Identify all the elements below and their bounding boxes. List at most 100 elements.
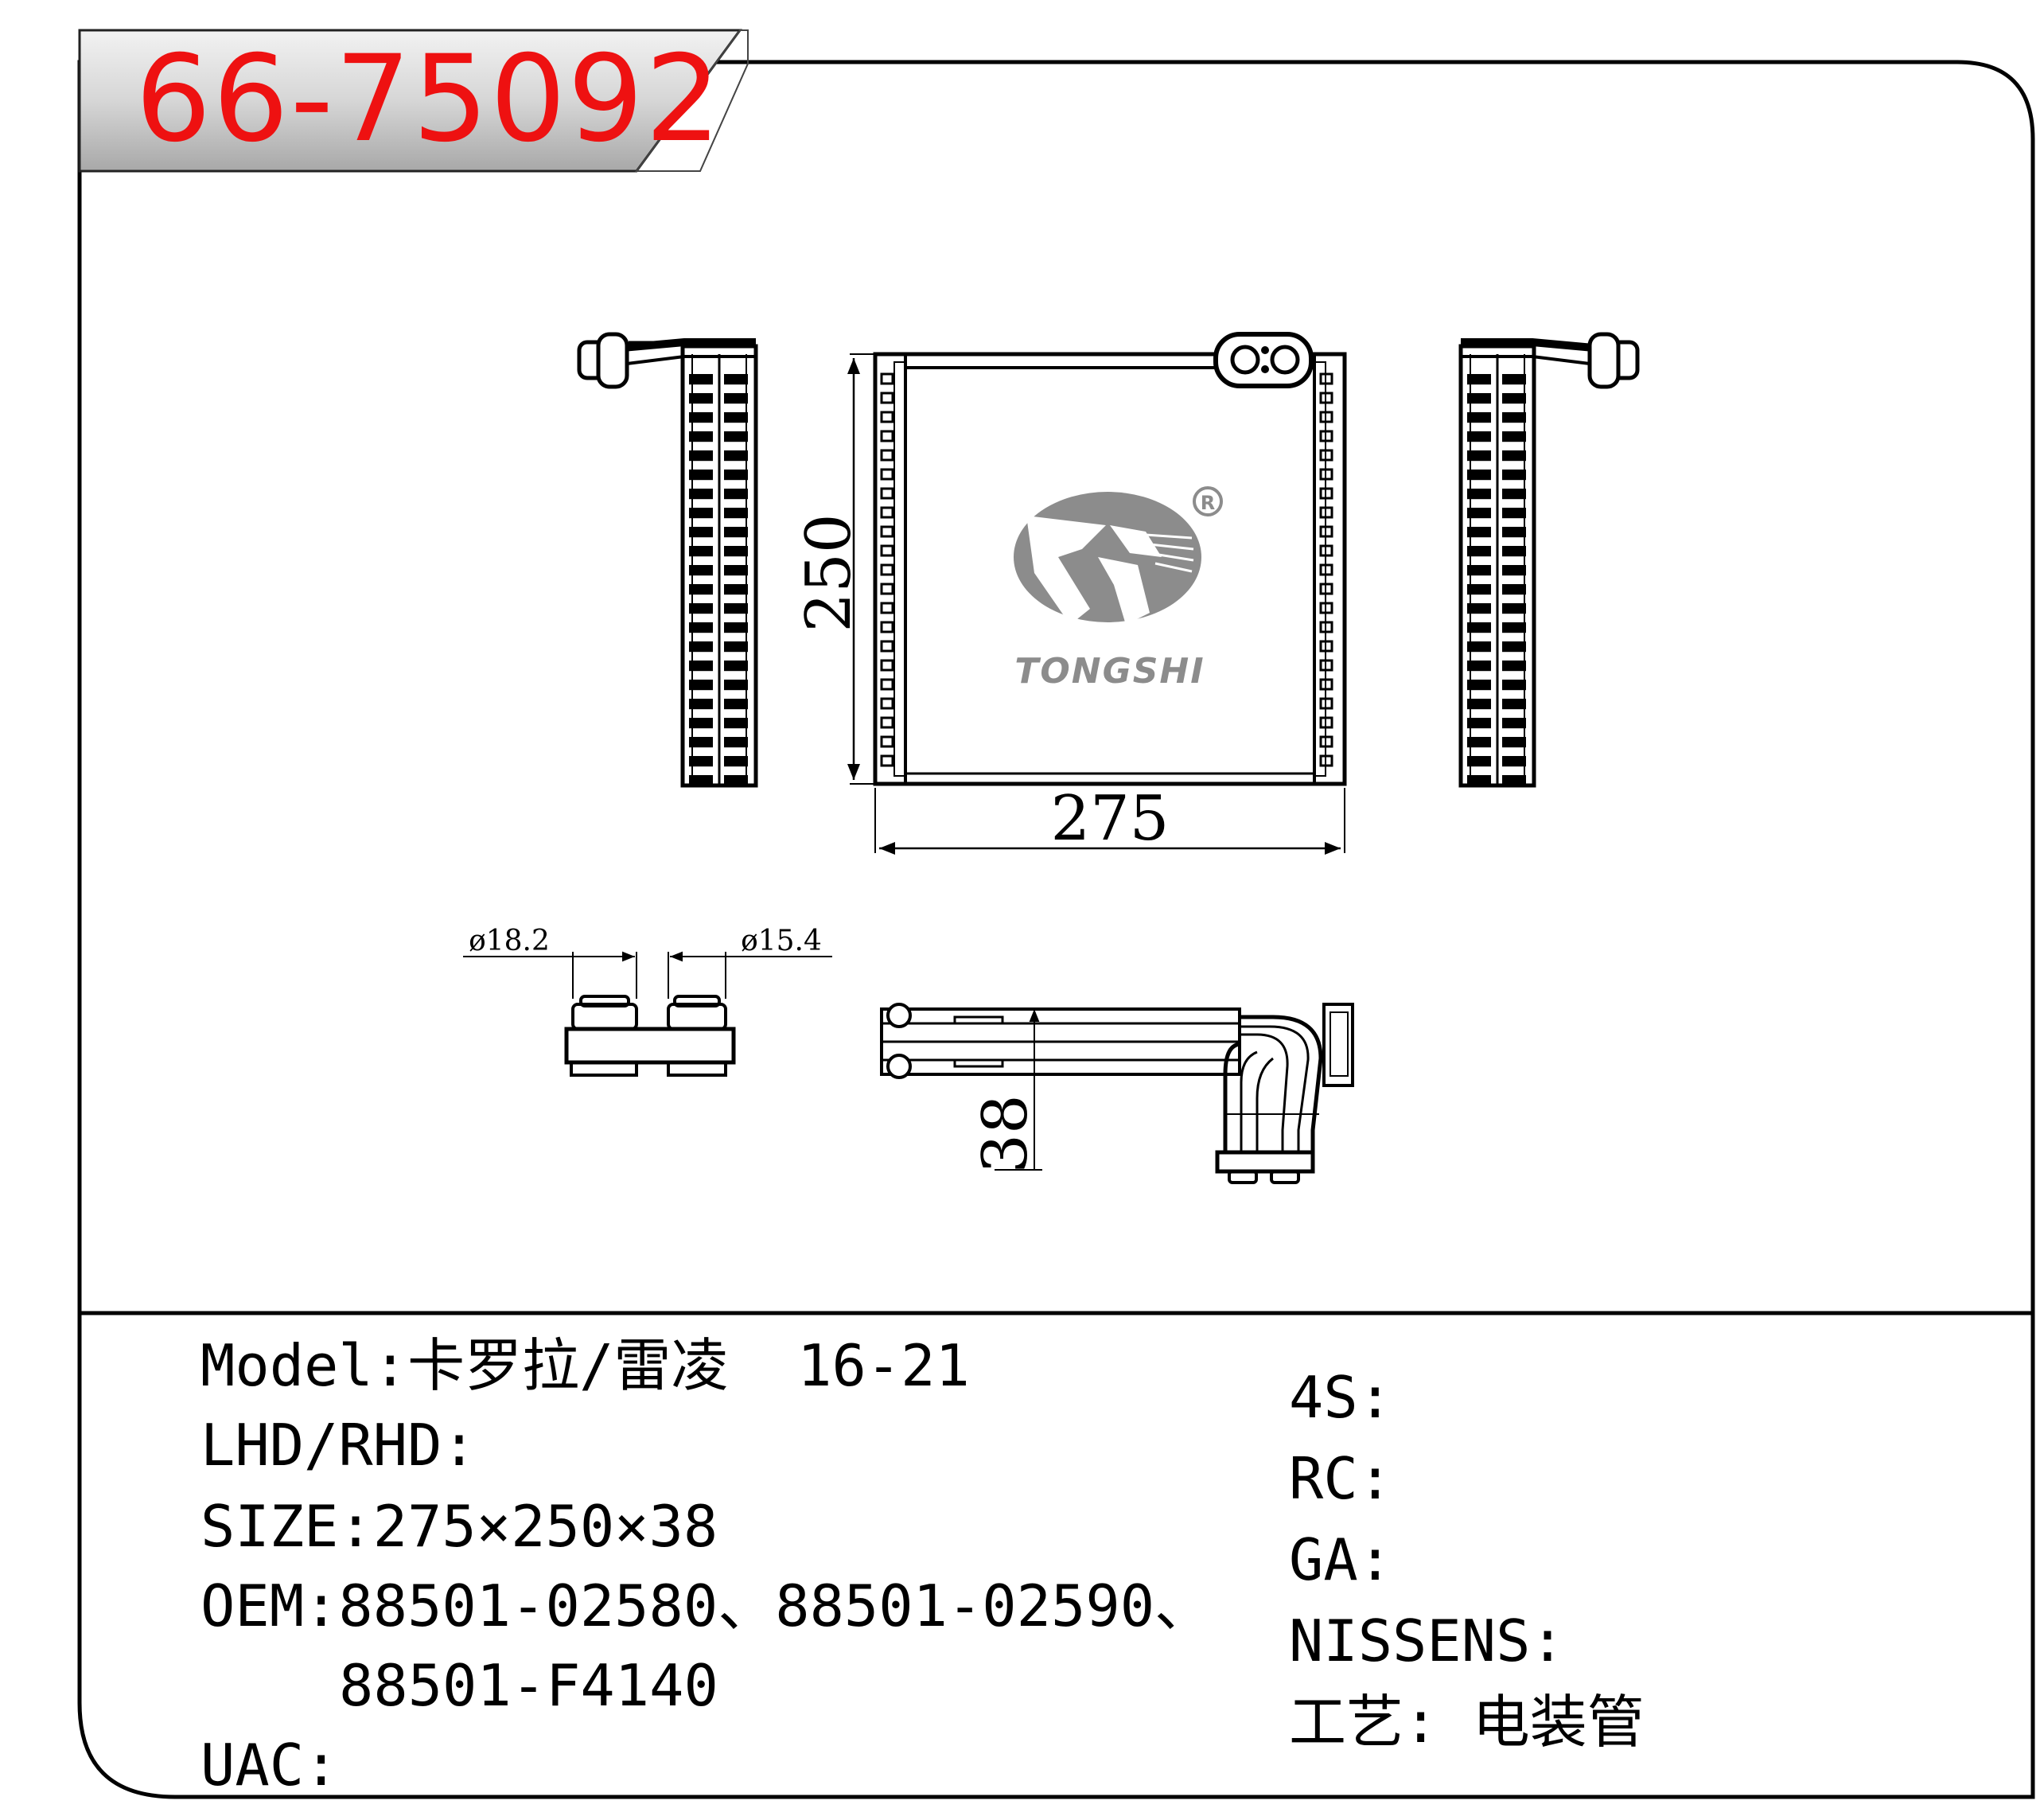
fin-segment bbox=[1502, 641, 1526, 653]
tank-slot bbox=[1319, 697, 1333, 710]
fin-segment bbox=[689, 374, 713, 385]
fin-segment bbox=[689, 756, 713, 767]
fin-segment bbox=[1502, 393, 1526, 404]
fin-segment bbox=[1467, 546, 1491, 557]
fin-segment bbox=[689, 641, 713, 653]
fin-segment bbox=[1502, 680, 1526, 691]
fin-segment bbox=[724, 546, 748, 557]
title-banner-shadow bbox=[635, 29, 749, 172]
tank-slot bbox=[1319, 468, 1333, 481]
fin-segment bbox=[689, 661, 713, 672]
fin-segment bbox=[724, 489, 748, 500]
fin-segment bbox=[689, 546, 713, 557]
dimension-depth-label: 38 bbox=[970, 1094, 1041, 1173]
fin-segment bbox=[689, 489, 713, 500]
evaporator-top-view: 38 bbox=[880, 1003, 1354, 1184]
tank-slot bbox=[1319, 621, 1333, 633]
tank-slot bbox=[1319, 525, 1333, 538]
tank-slot bbox=[880, 468, 894, 481]
fin-segment bbox=[1502, 431, 1526, 442]
nissens-line: NISSENS: bbox=[1289, 1608, 1565, 1674]
fin-segment bbox=[724, 508, 748, 519]
fin-segment bbox=[689, 412, 713, 423]
tank-slot bbox=[880, 583, 894, 595]
fin-segment bbox=[1467, 470, 1491, 481]
fin-segment bbox=[724, 450, 748, 462]
ga-line: GA: bbox=[1289, 1526, 1393, 1593]
tongshi-logo: R TONGSHI bbox=[1014, 486, 1223, 692]
fin-segment bbox=[1502, 527, 1526, 538]
tank-slot bbox=[880, 754, 894, 767]
fin-segment bbox=[689, 431, 713, 442]
fin-segment bbox=[724, 680, 748, 691]
fin-segment bbox=[1467, 412, 1491, 423]
fin-segment bbox=[1467, 622, 1491, 633]
fin-segment bbox=[1502, 622, 1526, 633]
fin-segment bbox=[689, 775, 713, 786]
tank-slot bbox=[880, 487, 894, 500]
evaporator-side-view-left bbox=[577, 332, 758, 788]
evaporator-side-view-right bbox=[1458, 332, 1640, 788]
tank-slot bbox=[880, 392, 894, 404]
fin-segment bbox=[1502, 661, 1526, 672]
fin-segment bbox=[724, 699, 748, 710]
fin-segment bbox=[724, 622, 748, 633]
outer-frame bbox=[77, 60, 2035, 1799]
fin-segment bbox=[689, 508, 713, 519]
dimension-width: 275 bbox=[874, 783, 1345, 855]
fin-segment bbox=[689, 470, 713, 481]
tank-slot bbox=[1319, 716, 1333, 729]
fin-segment bbox=[1502, 374, 1526, 385]
tank-slot bbox=[1319, 602, 1333, 614]
fin-segment bbox=[1467, 527, 1491, 538]
lhd-rhd-line: LHD/RHD: bbox=[200, 1412, 477, 1479]
fin-segment bbox=[1467, 450, 1491, 462]
oem-line-2: 88501-F4140 bbox=[339, 1652, 718, 1719]
fin-segment bbox=[689, 699, 713, 710]
fin-segment bbox=[724, 412, 748, 423]
fin-segment bbox=[689, 584, 713, 595]
tank-slot bbox=[880, 506, 894, 519]
fin-segment bbox=[724, 431, 748, 442]
fin-segment bbox=[689, 737, 713, 748]
fin-segment bbox=[1502, 412, 1526, 423]
flange-view: ø18.2 ø15.4 bbox=[463, 925, 832, 1077]
tank-slot bbox=[1319, 735, 1333, 748]
tank-slot bbox=[1319, 487, 1333, 500]
tank-slot bbox=[1319, 754, 1333, 767]
part-number: 66-75092 bbox=[135, 30, 723, 169]
dimension-height-label: 250 bbox=[793, 514, 865, 633]
fin-segment bbox=[724, 584, 748, 595]
fin-segment bbox=[1502, 546, 1526, 557]
fin-segment bbox=[724, 603, 748, 614]
registered-mark: R bbox=[1201, 492, 1215, 514]
uac-line: UAC: bbox=[200, 1732, 339, 1799]
tank-slot bbox=[880, 563, 894, 576]
tank-slot bbox=[1319, 678, 1333, 691]
fin-segment bbox=[1467, 393, 1491, 404]
fin-segment bbox=[1502, 450, 1526, 462]
tank-slot bbox=[880, 659, 894, 672]
tank-slot bbox=[880, 544, 894, 557]
tank-slot bbox=[1319, 583, 1333, 595]
4s-line: 4S: bbox=[1289, 1364, 1393, 1431]
fin-segment bbox=[724, 470, 748, 481]
fin-segment bbox=[689, 718, 713, 729]
tank-slot bbox=[1319, 430, 1333, 442]
fin-segment bbox=[1467, 775, 1491, 786]
tank-slot bbox=[880, 678, 894, 691]
fin-segment bbox=[1502, 603, 1526, 614]
tank-slot bbox=[1319, 449, 1333, 462]
tank-slot bbox=[880, 411, 894, 423]
size-line: SIZE:275×250×38 bbox=[200, 1493, 718, 1560]
fin-segment bbox=[1467, 718, 1491, 729]
fin-segment bbox=[689, 603, 713, 614]
fin-segment bbox=[724, 661, 748, 672]
tank-slot bbox=[1319, 506, 1333, 519]
fin-segment bbox=[724, 718, 748, 729]
fin-segment bbox=[689, 622, 713, 633]
fin-segment bbox=[1502, 565, 1526, 576]
fin-segment bbox=[1467, 641, 1491, 653]
registered-mark-circle bbox=[1193, 486, 1223, 516]
tank-slot bbox=[880, 372, 894, 385]
